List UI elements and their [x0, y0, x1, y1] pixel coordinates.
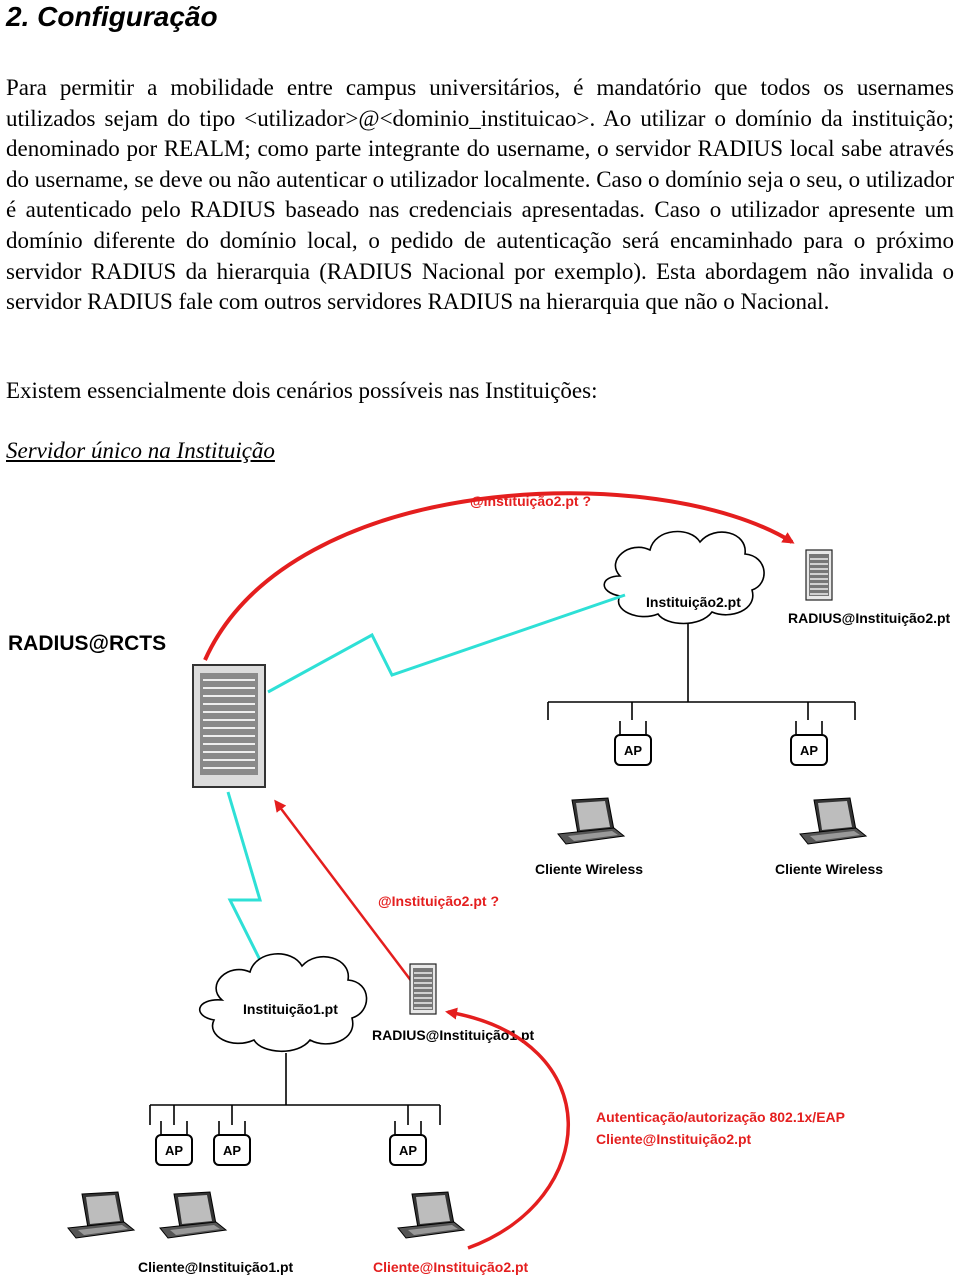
top-request-label: @Instituição2.pt ? [470, 493, 591, 509]
inst2-client-1-label: Cliente Wireless [535, 861, 643, 877]
inst1-cloud [198, 953, 368, 1052]
visitor-client-label: Cliente@Instituição2.pt [373, 1259, 529, 1275]
inst2-radius-server-icon [805, 549, 833, 601]
mid-request-label: @Instituição2.pt ? [378, 893, 499, 909]
inst2-server-label: RADIUS@Instituição2.pt [788, 610, 951, 626]
link-rcts-inst1 [226, 791, 270, 977]
network-diagram: @Instituição2.pt ? Instituição2.pt RADIU… [8, 491, 951, 1275]
inst1-cloud-label: Instituição1.pt [243, 1001, 338, 1017]
inst1-server-label: RADIUS@Instituição1.pt [372, 1027, 535, 1043]
inst2-cloud-label: Instituição2.pt [646, 594, 741, 610]
section-heading: 2. Configuração [6, 1, 218, 32]
national-server-label: RADIUS@RCTS [8, 632, 166, 655]
inst1-client-label: Cliente@Instituição1.pt [138, 1259, 294, 1275]
intro-paragraph: Para permitir a mobilidade entre campus … [6, 75, 954, 315]
inst2-ap-1-label: AP [624, 743, 642, 758]
rcts-radius-server-icon [192, 664, 266, 788]
auth-note-line1: Autenticação/autorização 802.1x/EAP [596, 1109, 845, 1125]
request-arrow-to-rcts [274, 799, 413, 983]
scenarios-paragraph: Existem essencialmente dois cenários pos… [6, 378, 598, 403]
inst1-laptop-1-icon [67, 1191, 135, 1239]
inst1-ap-1-label: AP [165, 1143, 183, 1158]
inst2-laptop-2-icon [799, 797, 867, 845]
auth-request-arrow [445, 1007, 570, 1250]
auth-note-line2: Cliente@Instituição2.pt [596, 1131, 752, 1147]
scenario-subheading: Servidor único na Instituição [6, 438, 275, 463]
request-arrow-to-inst2 [203, 491, 795, 661]
inst2-laptop-1-icon [557, 797, 625, 845]
inst1-laptop-2-icon [159, 1191, 227, 1239]
inst1-radius-server-icon [409, 963, 437, 1015]
link-rcts-inst2 [267, 593, 626, 694]
inst1-ap-3-label: AP [399, 1143, 417, 1158]
inst2-ap-2-label: AP [800, 743, 818, 758]
inst1-ap-2-label: AP [223, 1143, 241, 1158]
visitor-laptop-icon [397, 1191, 465, 1239]
inst2-cloud [603, 530, 765, 625]
inst2-client-2-label: Cliente Wireless [775, 861, 883, 877]
